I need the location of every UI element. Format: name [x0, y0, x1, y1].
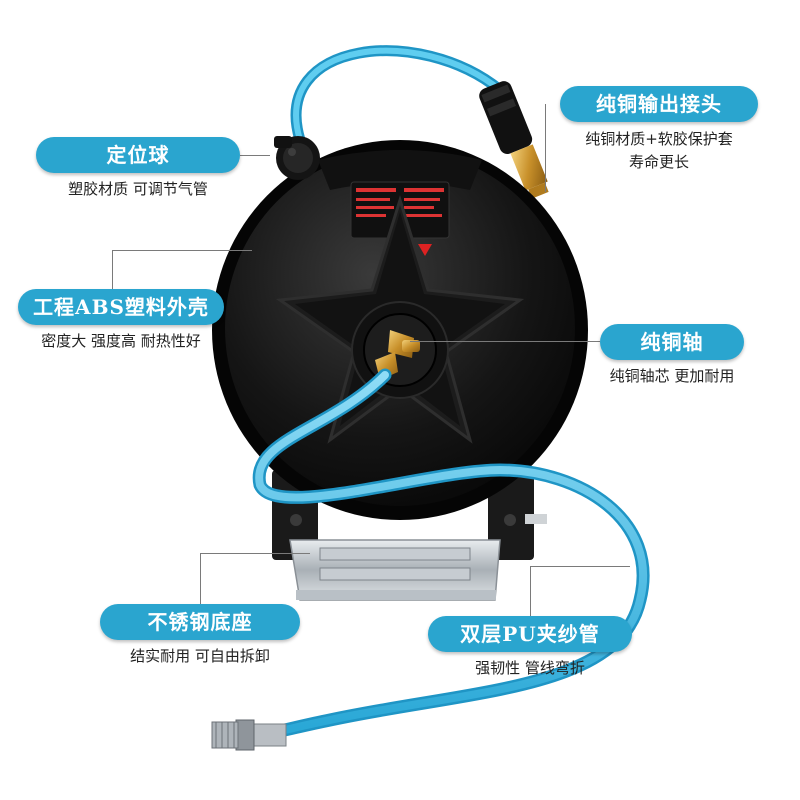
upper-hose	[290, 45, 506, 146]
hose-end-fitting	[211, 719, 287, 751]
locator-ball	[274, 136, 320, 180]
leader-outlet	[545, 104, 546, 192]
callout-locator-ball-desc: 塑胶材质 可调节气管	[68, 180, 208, 198]
lower-hose	[243, 368, 650, 742]
leader-shell-h	[112, 250, 252, 251]
leader-locator-ball	[240, 155, 270, 156]
callout-base-title: 不锈钢底座	[100, 604, 300, 640]
leader-shell-v	[112, 250, 113, 290]
brass-outlet-connector	[479, 81, 549, 199]
callout-shaft-title: 纯铜轴	[600, 324, 744, 360]
stainless-base	[289, 539, 501, 601]
callout-shell-title: 工程ABS塑料外壳	[18, 289, 224, 325]
callout-outlet-desc-2: 寿命更长	[628, 153, 689, 171]
callout-hose-title: 双层PU夹纱管	[428, 616, 632, 652]
leader-shaft	[410, 341, 600, 342]
callout-shell-desc: 密度大 强度高 耐热性好	[41, 332, 201, 350]
callout-base-desc: 结实耐用 可自由拆卸	[130, 647, 270, 665]
callout-shaft-desc: 纯铜轴芯 更加耐用	[609, 367, 735, 385]
callout-hose-desc: 强韧性 管线弯折	[475, 659, 585, 677]
callout-outlet-desc-1: 纯铜材质+软胶保护套	[585, 130, 733, 148]
callout-locator-ball-title: 定位球	[36, 137, 240, 173]
leader-base-v	[200, 553, 201, 605]
leader-hose-v	[530, 566, 531, 616]
leader-hose-h	[530, 566, 630, 567]
leader-base-h	[200, 553, 310, 554]
callout-outlet-title: 纯铜输出接头	[560, 86, 758, 122]
